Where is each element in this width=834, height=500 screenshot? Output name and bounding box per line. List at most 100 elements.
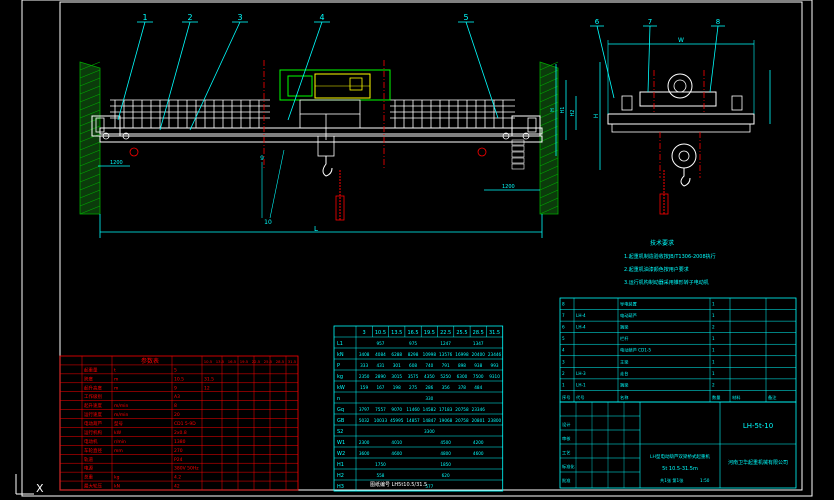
crane-hook bbox=[322, 156, 333, 177]
spec-table-header-cell: 28.5 bbox=[276, 359, 285, 364]
callout-leader bbox=[189, 21, 241, 131]
bom-table-cell: LH-3 bbox=[576, 371, 586, 376]
wall-hatch-line bbox=[539, 125, 559, 135]
params-table-cell: 3015 bbox=[391, 374, 402, 379]
wall-hatch-line bbox=[79, 109, 101, 119]
spec-table-cell: 工作级别 bbox=[84, 393, 102, 400]
params-table-cell: 957 bbox=[376, 341, 384, 346]
params-table-cell: 167 bbox=[376, 385, 384, 390]
params-table-cell: 2890 bbox=[375, 374, 386, 379]
title-block-label: 批准 bbox=[562, 477, 570, 484]
bom-table-header-cell: 名称 bbox=[620, 394, 628, 401]
bom-table-cell: 1 bbox=[712, 313, 715, 318]
wall-hatch-line bbox=[79, 125, 101, 135]
wall-hatch-line bbox=[79, 117, 101, 127]
callout-leader bbox=[287, 21, 323, 121]
wall-hatch-line bbox=[539, 141, 559, 151]
wall-hatch-line bbox=[539, 189, 559, 199]
wall-dimension-text: 1200 bbox=[502, 184, 515, 190]
electric-box bbox=[511, 139, 525, 146]
bom-table-cell: LH-1 bbox=[576, 382, 586, 387]
callout-number: 9 bbox=[260, 155, 264, 162]
height-dimension-label: H bbox=[550, 108, 556, 112]
bom-table-cell: 1 bbox=[712, 371, 715, 376]
spec-table-cell: 轨道 bbox=[84, 456, 93, 463]
params-table-cell: 301 bbox=[393, 363, 401, 368]
params-table-cell: 4200 bbox=[473, 440, 484, 445]
wall-hatch-line bbox=[79, 133, 101, 143]
electric-box bbox=[511, 151, 525, 158]
callout-number: 7 bbox=[648, 18, 652, 26]
wall-hatch-line bbox=[79, 101, 101, 111]
runway-rail bbox=[477, 147, 487, 157]
callout-leader bbox=[465, 21, 499, 119]
params-table-cell: 5032 bbox=[359, 418, 370, 423]
inner-border bbox=[59, 1, 803, 491]
end-carriage-wheel bbox=[502, 132, 510, 140]
params-table-cell: 356 bbox=[442, 385, 450, 390]
notes-heading: 技术要求 bbox=[650, 239, 674, 247]
spec-table-cell: 最大轮压 bbox=[84, 483, 102, 490]
params-table-cell: 9070 bbox=[391, 407, 402, 412]
footer-note: 图纸编号 LH5t10.5/31.5 bbox=[370, 481, 427, 488]
params-table-cell: 8298 bbox=[408, 352, 419, 357]
callout-number: 10 bbox=[264, 219, 272, 226]
params-table-row-label: H1 bbox=[337, 462, 344, 468]
spec-table-border bbox=[59, 355, 299, 491]
runway-rail bbox=[129, 147, 139, 157]
params-table-cell: 558 bbox=[376, 473, 384, 478]
callout-number: 4 bbox=[319, 13, 324, 22]
wall-hatch-line bbox=[79, 189, 101, 199]
wall-hatch-line bbox=[539, 165, 559, 175]
wall-hatch-line bbox=[539, 197, 559, 207]
params-table-cell: 7500 bbox=[473, 374, 484, 379]
params-table-cell: 13576 bbox=[439, 352, 453, 357]
params-table-cell: 3600 bbox=[359, 451, 370, 456]
spec-table-cell: 42 bbox=[174, 484, 180, 490]
params-table-header-cell: 19.5 bbox=[424, 330, 435, 336]
params-table-cell: 378 bbox=[458, 385, 466, 390]
bom-table-cell: 端梁 bbox=[620, 324, 629, 331]
callout-number: 2 bbox=[187, 13, 192, 22]
params-table-cell: 975 bbox=[409, 341, 417, 346]
params-table-cell: 431 bbox=[376, 363, 384, 368]
params-table-header-cell: 22.5 bbox=[440, 330, 451, 336]
spec-table-cell: 10.5 bbox=[174, 376, 184, 382]
callout-number: 3 bbox=[237, 13, 242, 22]
spec-table-cell: 型号 bbox=[114, 420, 123, 427]
params-table-row-label: kW bbox=[337, 385, 345, 391]
params-table-cell: 791 bbox=[442, 363, 450, 368]
drawing-scale: 1:50 bbox=[700, 478, 710, 483]
spec-table-cell: m bbox=[114, 377, 118, 382]
wall-hatch-line bbox=[79, 165, 101, 175]
callout-number: 1 bbox=[142, 13, 147, 22]
title-block-label: 标准化 bbox=[562, 463, 575, 470]
electric-box bbox=[511, 157, 525, 164]
params-table-cell: 898 bbox=[458, 363, 466, 368]
spec-table-cell: 31.5 bbox=[204, 376, 214, 382]
params-table-cell: 4800 bbox=[440, 451, 451, 456]
params-table-cell: 4600 bbox=[473, 451, 484, 456]
main-girder-top bbox=[99, 127, 543, 135]
params-table-cell: 198 bbox=[393, 385, 401, 390]
bom-table-header-cell: 材料 bbox=[732, 394, 741, 401]
callout-number: 5 bbox=[463, 13, 468, 22]
callout-leader bbox=[159, 21, 191, 131]
params-table-cell: 3408 bbox=[359, 352, 370, 357]
params-table-cell: 4350 bbox=[424, 374, 435, 379]
wall-hatch-line bbox=[79, 61, 101, 71]
wall-hatch-line bbox=[539, 85, 559, 95]
bom-table-cell: 2 bbox=[712, 325, 715, 330]
bom-table-cell: 8 bbox=[562, 302, 565, 307]
spec-table-cell: 270 bbox=[174, 448, 183, 454]
params-table-cell: 20400 bbox=[472, 352, 486, 357]
spec-table-cell: m/min bbox=[114, 403, 129, 409]
wall-hatch-line bbox=[79, 157, 101, 167]
spec-table-cell: 电动机 bbox=[84, 438, 98, 445]
spec-table-cell: 起升高度 bbox=[84, 384, 102, 391]
params-table-cell: 993 bbox=[491, 363, 499, 368]
wall-hatch-line bbox=[539, 101, 559, 111]
spec-table-cell: CD1 5-9D bbox=[174, 421, 196, 427]
spec-table-cell: 电源 bbox=[84, 465, 93, 472]
